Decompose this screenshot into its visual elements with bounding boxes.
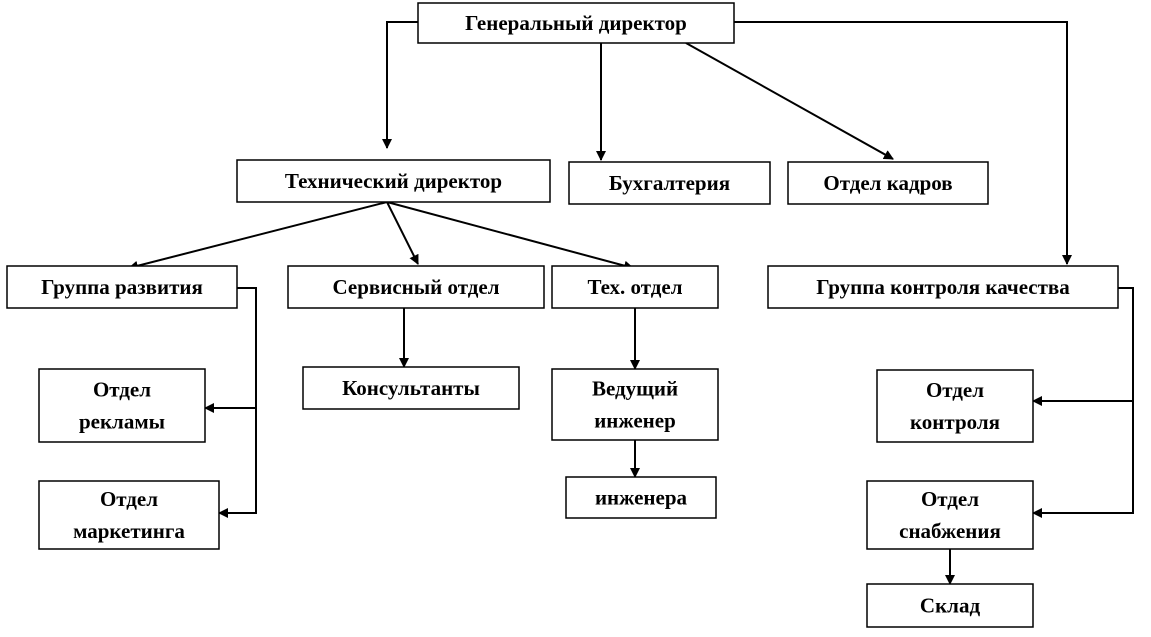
node-label-control-dept: контроля (910, 410, 1000, 434)
node-ceo: Генеральный директор (417, 2, 735, 44)
node-box-engineers (565, 476, 717, 519)
node-label-consultants: Консультанты (342, 376, 480, 400)
node-box-lead-engineer (551, 368, 719, 441)
connector-ceo-to-hr (685, 42, 894, 160)
node-box-control-dept (876, 369, 1034, 443)
connector-ceo-to-qc-group (734, 21, 1072, 265)
node-service-dept: Сервисный отдел (287, 265, 545, 309)
node-box-accounting (568, 161, 771, 205)
node-box-qc-group (767, 265, 1119, 309)
connector-ceo-to-tech-director (382, 21, 418, 149)
node-box-marketing-dept (38, 480, 220, 550)
connector-tech-director-to-dev-group (128, 201, 388, 271)
node-box-tech-director (236, 159, 551, 203)
node-box-hr (787, 161, 989, 205)
connector-dev-group-to-marketing-dept (218, 408, 257, 518)
node-label-hr: Отдел кадров (823, 171, 952, 195)
node-label-marketing-dept: Отдел (100, 487, 158, 511)
node-label-ads-dept: Отдел (93, 378, 151, 402)
node-label-supply-dept: Отдел (921, 487, 979, 511)
node-label-service-dept: Сервисный отдел (332, 275, 499, 299)
node-label-tech-dept: Тех. отдел (587, 275, 682, 299)
node-label-ceo: Генеральный директор (465, 11, 687, 35)
node-label-supply-dept: снабжения (899, 519, 1001, 543)
node-box-service-dept (287, 265, 545, 309)
node-tech-director: Технический директор (236, 159, 551, 203)
node-label-qc-group: Группа контроля качества (816, 275, 1070, 299)
connector-tech-director-to-tech-dept (386, 201, 634, 271)
node-ads-dept: Отдел рекламы (38, 368, 206, 443)
node-box-consultants (302, 366, 520, 410)
node-label-lead-engineer: инженер (594, 409, 676, 433)
node-control-dept: Отдел контроля (876, 369, 1034, 443)
node-box-dev-group (6, 265, 238, 309)
node-box-warehouse (866, 583, 1034, 628)
node-tech-dept: Тех. отдел (551, 265, 719, 309)
connector-qc-group-to-supply-dept (1032, 401, 1134, 518)
node-box-supply-dept (866, 480, 1034, 550)
node-warehouse: Склад (866, 583, 1034, 628)
node-label-lead-engineer: Ведущий (592, 377, 678, 401)
node-hr: Отдел кадров (787, 161, 989, 205)
node-label-warehouse: Склад (920, 594, 981, 618)
node-dev-group: Группа развития (6, 265, 238, 309)
connector-qc-group-to-control-dept (1032, 287, 1134, 406)
connector-tech-director-to-service-dept (386, 201, 419, 265)
node-qc-group: Группа контроля качества (767, 265, 1119, 309)
node-marketing-dept: Отдел маркетинга (38, 480, 220, 550)
connector-dev-group-to-ads-dept (204, 287, 257, 413)
node-consultants: Консультанты (302, 366, 520, 410)
node-label-accounting: Бухгалтерия (609, 171, 730, 195)
node-label-ads-dept: рекламы (79, 410, 165, 434)
node-supply-dept: Отдел снабжения (866, 480, 1034, 550)
node-box-tech-dept (551, 265, 719, 309)
node-accounting: Бухгалтерия (568, 161, 771, 205)
node-label-marketing-dept: маркетинга (73, 519, 185, 543)
node-box-ceo (417, 2, 735, 44)
node-label-engineers: инженера (595, 486, 688, 510)
node-engineers: инженера (565, 476, 717, 519)
node-box-ads-dept (38, 368, 206, 443)
node-label-tech-director: Технический директор (285, 169, 502, 193)
node-label-dev-group: Группа развития (41, 275, 203, 299)
node-lead-engineer: Ведущий инженер (551, 368, 719, 441)
node-label-control-dept: Отдел (926, 378, 984, 402)
